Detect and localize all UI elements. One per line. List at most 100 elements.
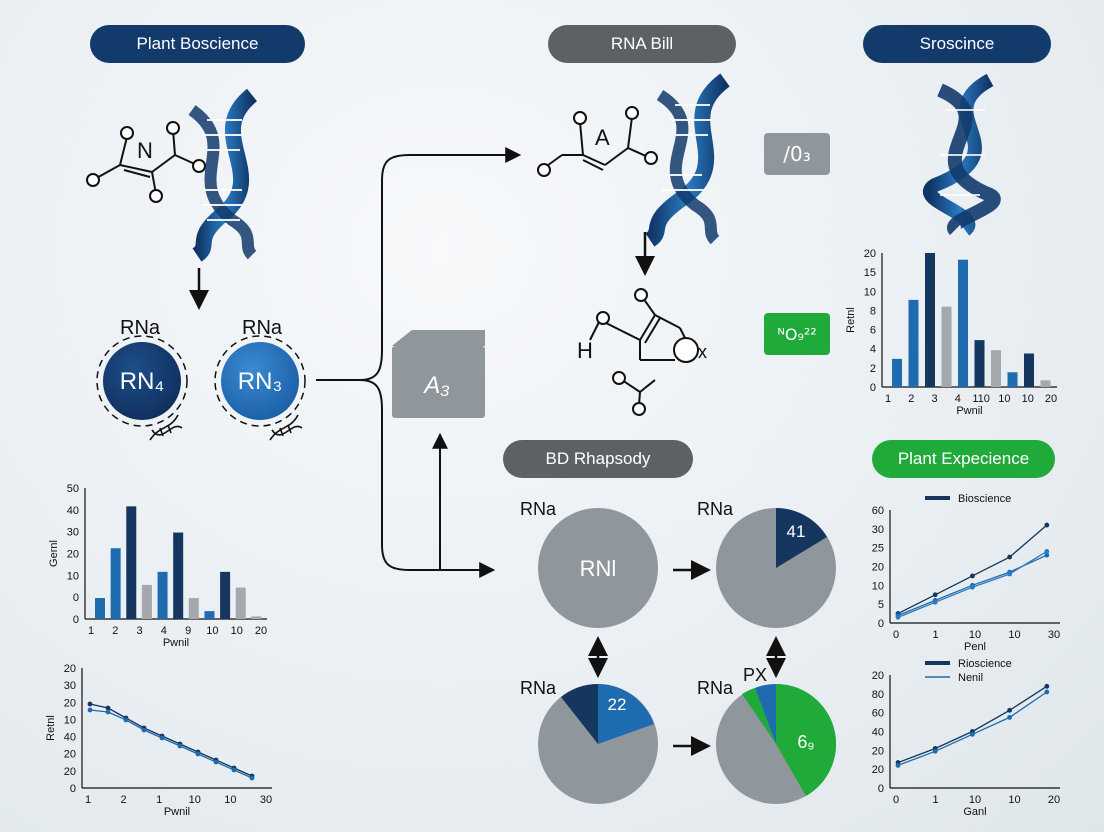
y-tick-label: 20 — [872, 764, 884, 776]
rna-circle-left-label: RN₄ — [120, 368, 164, 395]
pie-rna-label-1: RNa — [520, 499, 557, 519]
y-tick-label: 20 — [872, 745, 884, 757]
bar — [204, 611, 215, 619]
data-point — [1044, 522, 1050, 528]
x-tick-label: 1 — [88, 625, 94, 637]
data-point — [932, 748, 938, 754]
series-line — [897, 524, 1048, 615]
mini-helix-icon-left — [149, 414, 183, 441]
a3-label: A₃ — [422, 372, 450, 399]
y-tick-label: 10 — [67, 570, 79, 582]
y-tick-label: 15 — [864, 267, 876, 279]
pie-px-label: PX — [743, 665, 767, 685]
pie-rna-label-4: RNa — [697, 678, 734, 698]
y-tick-label: 20 — [64, 697, 76, 709]
y-tick-label: 30 — [67, 527, 79, 539]
no9-tag: ᴺO₉²² — [764, 313, 830, 355]
pie-22-label: 22 — [608, 695, 627, 714]
y-tick-label: 0 — [878, 783, 884, 795]
data-point — [1044, 552, 1050, 558]
rna-circle-left — [103, 342, 181, 420]
y-tick-label: 10 — [864, 286, 876, 298]
molecule-n-label: N — [137, 138, 153, 163]
molecule-a-icon — [537, 106, 658, 177]
bar — [1040, 380, 1051, 387]
bar — [173, 532, 184, 619]
x-tick-label: 10 — [189, 794, 201, 806]
y-tick-label: 30 — [872, 524, 884, 536]
x-tick-label: 20 — [255, 625, 267, 637]
legend-label: Nenil — [958, 672, 983, 684]
y-tick-label: 40 — [64, 732, 76, 744]
y-tick-label: 5 — [878, 599, 884, 611]
data-point — [970, 573, 975, 579]
rna-label-right: RNa — [242, 317, 283, 339]
y-tick-label: 4 — [870, 344, 876, 356]
bar — [1024, 353, 1034, 387]
x-axis-label: Pwnil — [956, 405, 982, 417]
y-tick-label: 30 — [64, 680, 76, 692]
data-point — [249, 775, 255, 781]
bar — [157, 571, 168, 619]
x-tick-label: 4 — [955, 393, 961, 405]
pie-69-label: 6₉ — [797, 732, 814, 752]
sroscince-pill: Sroscince — [863, 25, 1051, 63]
y-axis-label: Gernl — [48, 540, 60, 567]
x-tick-label: 1 — [932, 794, 938, 806]
molecule-x-label: x — [698, 342, 707, 362]
rna-circle-right-ring — [214, 335, 306, 427]
data-point — [1007, 707, 1013, 713]
y-tick-label: 0 — [878, 618, 884, 630]
data-point — [159, 735, 165, 741]
data-point — [177, 743, 183, 749]
x-axis-label: Ganl — [963, 806, 986, 818]
y-tick-label: 20 — [64, 766, 76, 778]
pie-22 — [538, 684, 658, 804]
rna-bill-pill: RNA Bill — [548, 25, 736, 63]
series-line — [89, 703, 253, 777]
bar — [1007, 372, 1018, 387]
data-point — [970, 584, 975, 590]
y-tick-label: 0 — [70, 783, 76, 795]
x-tick-label: 3 — [137, 625, 143, 637]
data-point — [1044, 683, 1050, 689]
x-tick-label: 10 — [969, 794, 981, 806]
y-tick-label: 80 — [872, 689, 884, 701]
x-tick-label: 1 — [932, 629, 938, 641]
data-point — [1044, 689, 1050, 695]
x-tick-label: 9 — [185, 625, 191, 637]
series-line — [89, 709, 253, 779]
y-tick-label: 20 — [64, 663, 76, 675]
x-axis-label: Pwnil — [163, 637, 189, 649]
a3-document-icon — [392, 330, 485, 418]
data-point — [213, 759, 219, 765]
y-tick-label: 50 — [67, 483, 79, 495]
data-point — [141, 727, 147, 733]
x-tick-label: 10 — [1022, 393, 1034, 405]
data-point — [195, 751, 201, 757]
x-tick-label: 10 — [224, 794, 236, 806]
y-tick-label: 25 — [872, 543, 884, 555]
bar — [958, 259, 968, 387]
bar — [925, 253, 935, 387]
x-tick-label: 10 — [969, 629, 981, 641]
molecule-h-label: H — [577, 338, 593, 363]
y-tick-label: 8 — [870, 305, 876, 317]
bar — [908, 299, 919, 387]
branch-connector — [316, 147, 522, 578]
data-point — [87, 707, 93, 713]
y-tick-label: 10 — [872, 580, 884, 592]
bar — [991, 350, 1001, 387]
y-tick-label: 6 — [870, 325, 876, 337]
pie-41-label: 41 — [787, 522, 806, 541]
molecule-n-icon — [86, 121, 206, 203]
y-tick-label: 0 — [73, 592, 79, 604]
o3-tag: /0₃ — [764, 133, 830, 175]
y-tick-label: 20 — [864, 248, 876, 260]
x-axis-label: Penl — [964, 641, 986, 653]
y-tick-label: 40 — [872, 727, 884, 739]
